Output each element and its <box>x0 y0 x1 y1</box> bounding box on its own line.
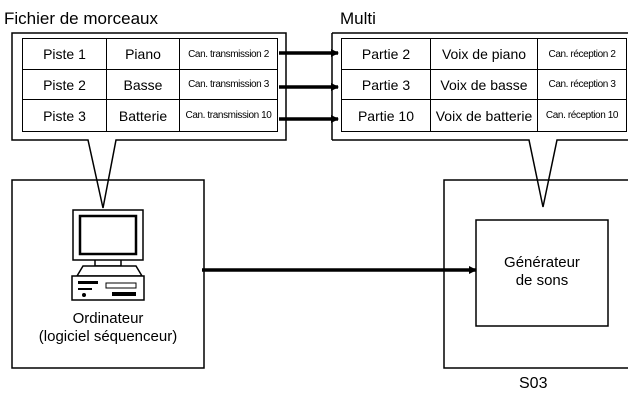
receive-channel-cell: Can. réception 3 <box>537 68 627 101</box>
computer-label: Ordinateur <box>72 310 144 327</box>
computer-box <box>11 179 205 369</box>
part-cell: Partie 3 <box>341 68 431 101</box>
voice-cell: Voix de batterie <box>429 99 539 132</box>
receive-channel-cell: Can. réception 2 <box>537 38 627 70</box>
voice-cell: Voix de piano <box>429 38 539 70</box>
instrument-cell: Piano <box>105 38 181 70</box>
instrument-cell: Basse <box>105 68 181 101</box>
generator-sublabel: de sons <box>515 272 569 289</box>
voice-cell: Voix de basse <box>429 68 539 101</box>
track-cell: Piste 1 <box>22 38 107 70</box>
device-label: S03 <box>519 375 548 392</box>
generator-caption: Générateur de sons <box>476 254 608 290</box>
transmit-channel-cell: Can. transmission 2 <box>179 38 278 70</box>
track-cell: Piste 2 <box>22 68 107 101</box>
part-cell: Partie 10 <box>341 99 431 132</box>
transmit-channel-cell: Can. transmission 3 <box>179 68 278 101</box>
s03-box <box>443 179 628 369</box>
multi-title: Multi <box>340 9 376 28</box>
computer-icon <box>71 209 145 301</box>
generator-label: Générateur <box>504 254 580 271</box>
song-file-title: Fichier de morceaux <box>4 9 159 28</box>
computer-caption: Ordinateur (logiciel séquenceur) <box>12 310 204 346</box>
transmit-channel-cell: Can. transmission 10 <box>179 99 278 132</box>
instrument-cell: Batterie <box>105 99 181 132</box>
receive-channel-cell: Can. réception 10 <box>537 99 627 132</box>
sequencer-label: (logiciel séquenceur) <box>38 328 178 345</box>
track-cell: Piste 3 <box>22 99 107 132</box>
part-cell: Partie 2 <box>341 38 431 70</box>
